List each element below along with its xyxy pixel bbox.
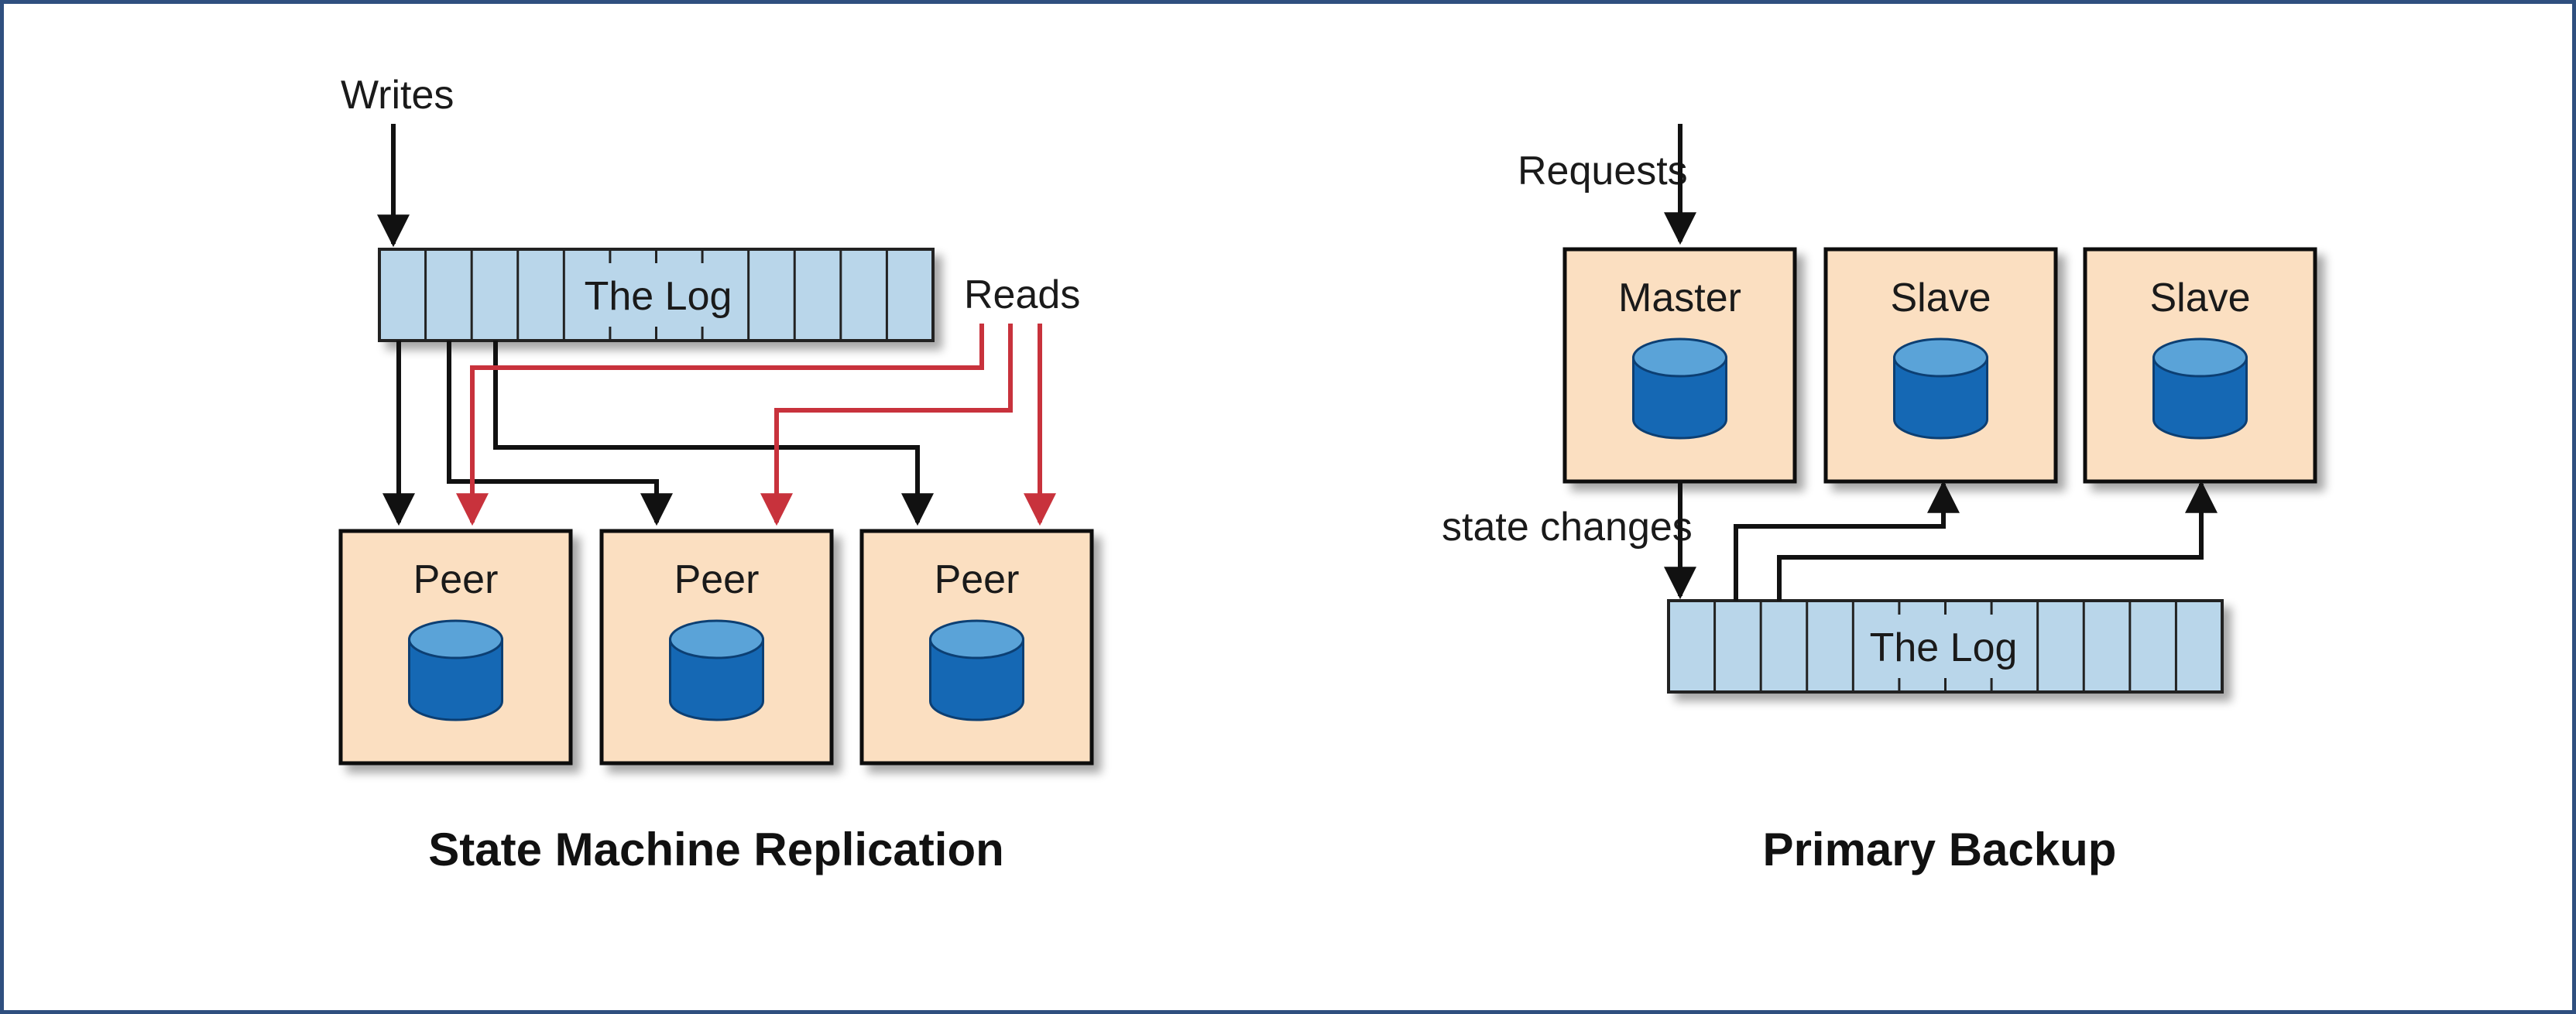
database-icon [1632,337,1727,440]
state-changes-label: state changes [1442,505,1693,550]
peer-box-2-label: Peer [674,557,760,602]
peer-box-3-label: Peer [935,557,1020,602]
master-box: Master [1562,247,1797,484]
slave-box-2: Slave [2083,247,2317,484]
right-log-label-bg [1858,615,2029,678]
peer-box-2: Peer [599,529,834,766]
state-machine-replication-panel: Writes The Log Reads Peer Peer Peer State … [338,73,1094,875]
slave-box-1-label: Slave [1890,276,1991,320]
database-icon [669,619,764,721]
right-caption: Primary Backup [1763,824,2117,875]
peer-box-1: Peer [338,529,573,766]
read-arrows [456,324,1056,526]
right-log-label: The Log [1870,625,2018,670]
database-icon [1893,337,1988,440]
database-icon [408,619,503,721]
master-box-label: Master [1618,276,1741,320]
left-log-label: The Log [585,274,732,319]
slave-box-1: Slave [1823,247,2058,484]
slave-box-2-label: Slave [2149,276,2250,320]
peer-box-1-label: Peer [413,557,499,602]
database-icon [929,619,1024,721]
database-icon [2152,337,2248,440]
writes-label: Writes [341,73,454,118]
requests-label: Requests [1518,149,1688,194]
log-to-peer-arrows [382,341,934,526]
left-log-label-bg [573,263,743,327]
left-caption: State Machine Replication [428,824,1004,875]
reads-label: Reads [964,272,1080,317]
log-to-slave-arrows [1734,480,2218,601]
peer-box-3: Peer [859,529,1094,766]
